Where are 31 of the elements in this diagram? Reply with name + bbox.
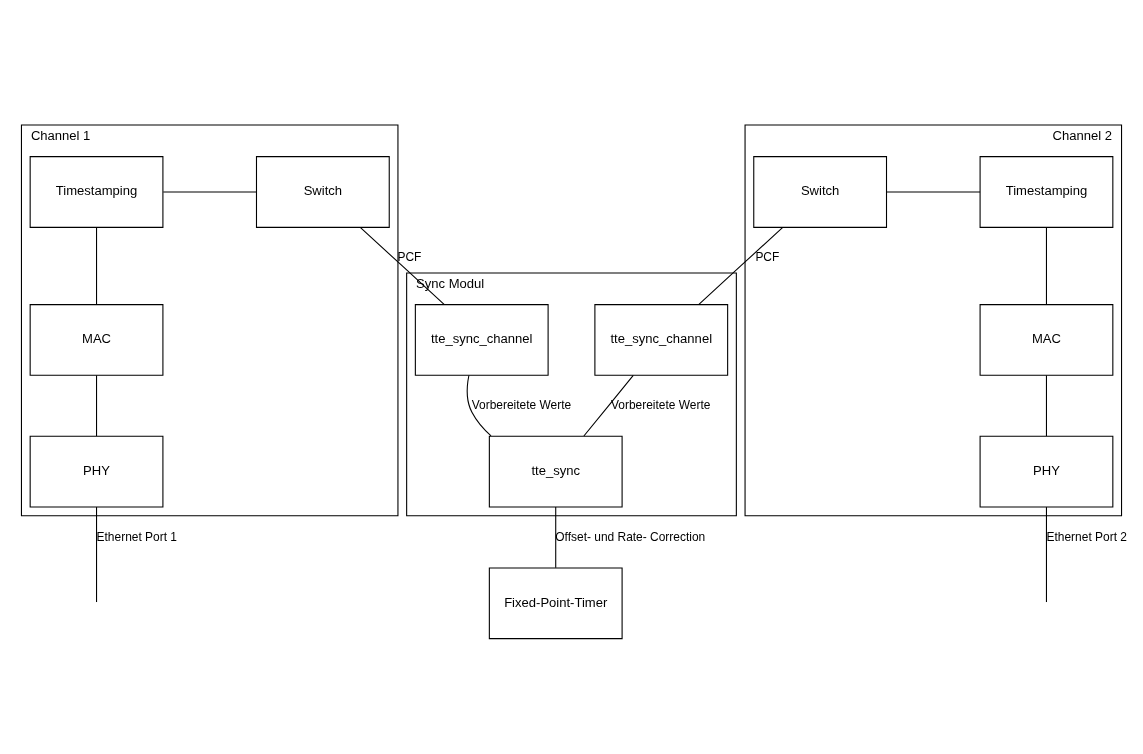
- edge-label: Ethernet Port 1: [96, 529, 177, 543]
- node-box: Timestamping: [29, 155, 164, 228]
- edge-label: Vorbereitete Werte: [471, 397, 572, 412]
- connector: [96, 226, 98, 305]
- connector: [1045, 506, 1047, 603]
- connector: [162, 190, 258, 193]
- edge-label: PCF: [397, 249, 422, 264]
- connector: [96, 374, 98, 437]
- node-box: Timestamping: [979, 155, 1114, 228]
- node-box: tte_sync_channel: [414, 303, 549, 376]
- node-box: Switch: [753, 155, 888, 228]
- edge-label: PCF: [755, 249, 780, 264]
- edge-label: Ethernet Port 2: [1046, 529, 1127, 543]
- node-box: tte_sync_channel: [594, 303, 729, 376]
- node-box: MAC: [979, 303, 1114, 376]
- connector: [583, 374, 634, 437]
- connector: [466, 374, 492, 436]
- node-box: PHY: [29, 435, 164, 508]
- edge-label: Vorbereitete Werte: [611, 397, 711, 412]
- node-box: tte_sync: [488, 435, 623, 508]
- node-box: Switch: [255, 155, 390, 228]
- node-box: PHY: [979, 435, 1114, 508]
- connector: [1045, 226, 1047, 305]
- connector: [1045, 374, 1047, 437]
- connector: [359, 226, 445, 305]
- connector: [698, 226, 784, 305]
- connector: [96, 506, 98, 603]
- connector: [886, 190, 981, 193]
- node-box: MAC: [29, 303, 164, 376]
- connector: [555, 506, 557, 568]
- node-box: Fixed-Point-Timer: [488, 566, 623, 639]
